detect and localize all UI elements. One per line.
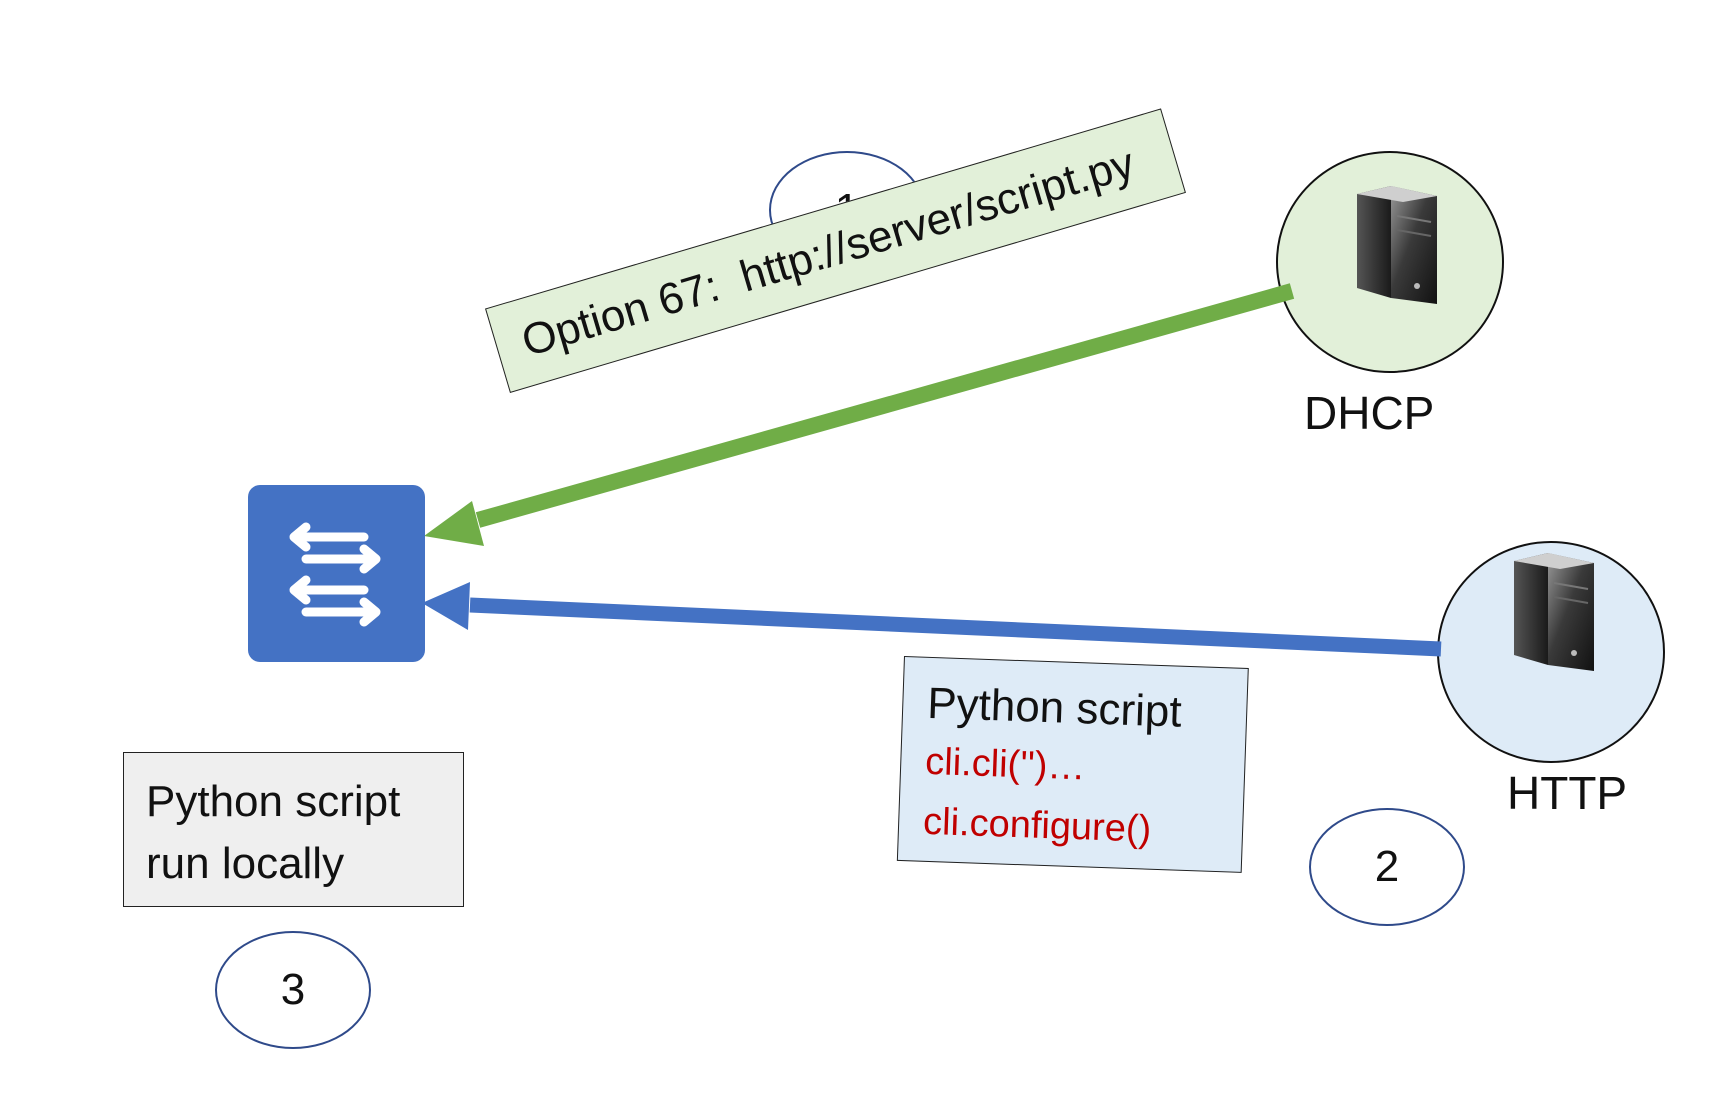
http-arrow-head xyxy=(422,582,470,630)
dhcp-arrow-head xyxy=(424,501,484,546)
local-run-line-1: Python script xyxy=(146,777,401,826)
switch-icon[interactable] xyxy=(248,485,425,662)
local-run-callout: Python script run locally xyxy=(123,752,464,907)
step-2-badge: 2 xyxy=(1309,808,1465,926)
http-arrow xyxy=(469,597,1442,657)
dhcp-arrow xyxy=(475,283,1295,528)
step-3-badge: 3 xyxy=(215,931,371,1049)
http-script-callout: Python script cli.cli('')… cli.configure… xyxy=(896,656,1249,873)
http-label: HTTP xyxy=(1507,767,1628,819)
local-run-line-2: run locally xyxy=(146,839,345,888)
code-line-configure: cli.configure() xyxy=(922,800,1152,851)
code-line-cli: cli.cli('')… xyxy=(924,740,1087,789)
server-icon xyxy=(1356,185,1438,305)
dhcp-label: DHCP xyxy=(1304,387,1435,439)
server-icon xyxy=(1513,552,1595,672)
